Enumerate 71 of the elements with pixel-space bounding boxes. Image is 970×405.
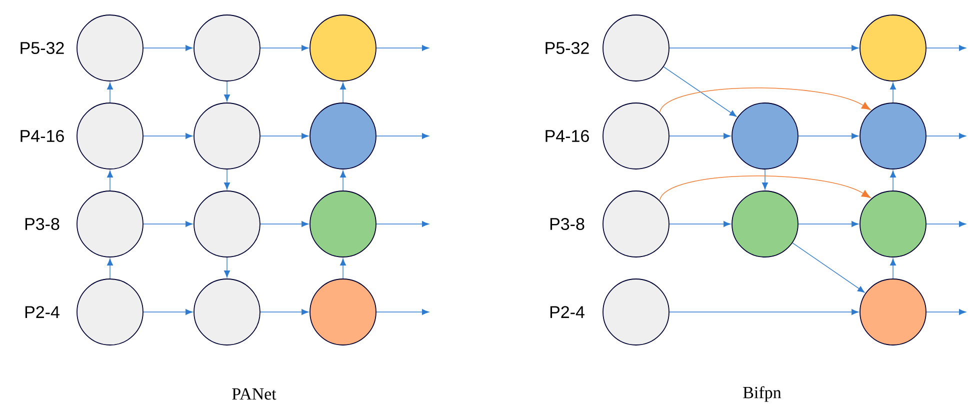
circle-node xyxy=(310,14,376,82)
arrow xyxy=(890,82,896,103)
circle-node xyxy=(76,278,144,346)
caption: Bifpn xyxy=(743,386,782,402)
arrow xyxy=(376,133,430,139)
circle-node xyxy=(860,102,926,170)
arrow xyxy=(890,170,896,191)
arrow xyxy=(340,170,346,191)
circle-node xyxy=(76,14,144,82)
circle-node xyxy=(310,190,376,258)
arrow xyxy=(260,309,309,315)
circle-node xyxy=(194,190,260,258)
row-label: P4-16 xyxy=(20,130,64,142)
arrow xyxy=(376,309,430,315)
row-label: P3-8 xyxy=(550,218,584,230)
arrow xyxy=(762,169,768,190)
arrow xyxy=(926,133,966,139)
row-label: P5-32 xyxy=(546,42,589,54)
arrow xyxy=(798,133,859,139)
circle-node xyxy=(602,190,670,258)
arrow xyxy=(669,133,731,139)
circle-node xyxy=(860,278,926,346)
arrow xyxy=(669,221,731,227)
arrow xyxy=(107,258,113,279)
arrow xyxy=(224,169,230,190)
arrow xyxy=(926,221,966,227)
circle-node xyxy=(194,102,260,170)
arrow xyxy=(143,309,193,315)
row-label: P2-4 xyxy=(25,306,60,318)
arrow xyxy=(260,133,309,139)
arrow xyxy=(340,82,346,103)
circle-node xyxy=(602,278,670,346)
arrow xyxy=(224,81,230,102)
circle-node xyxy=(602,14,670,82)
arrow xyxy=(107,170,113,191)
circle-node xyxy=(76,102,144,170)
arrow xyxy=(669,309,859,315)
arrow xyxy=(143,45,193,51)
circle-node xyxy=(732,102,798,170)
circle-node xyxy=(310,278,376,346)
caption: PANet xyxy=(232,388,276,400)
circle-node xyxy=(860,190,926,258)
row-label: P2-4 xyxy=(550,306,584,318)
arrow xyxy=(663,66,737,117)
arrow xyxy=(224,257,230,278)
arrow xyxy=(260,45,309,51)
arrow xyxy=(926,309,966,315)
arrow xyxy=(659,176,871,201)
circle-node xyxy=(860,14,926,82)
arrow xyxy=(376,45,430,51)
circle-node xyxy=(310,102,376,170)
arrow xyxy=(143,133,193,139)
circle-node xyxy=(194,278,260,346)
arrow xyxy=(260,221,309,227)
circle-node xyxy=(732,190,798,258)
row-label: P5-32 xyxy=(20,42,64,54)
arrow xyxy=(669,45,859,51)
arrow xyxy=(340,258,346,279)
arrow xyxy=(798,221,859,227)
row-label: P4-16 xyxy=(546,130,589,142)
arrow xyxy=(143,221,193,227)
arrow xyxy=(107,82,113,103)
circle-node xyxy=(194,14,260,82)
arrow xyxy=(376,221,430,227)
circle-node xyxy=(602,102,670,170)
arrow xyxy=(659,88,871,113)
arrow xyxy=(890,258,896,279)
circle-node xyxy=(76,190,144,258)
arrow xyxy=(926,45,966,51)
arrow xyxy=(792,242,865,293)
row-label: P3-8 xyxy=(25,218,60,230)
